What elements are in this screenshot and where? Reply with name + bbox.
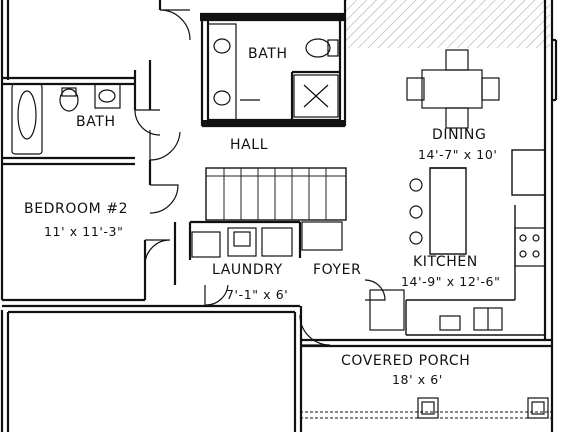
toilet-icon (59, 88, 79, 112)
room-label-bedroom2: BEDROOM #2 (24, 201, 129, 217)
room-label-foyer: FOYER (313, 262, 362, 278)
room-label-porch: COVERED PORCH (341, 353, 471, 369)
sink-icon (94, 83, 121, 109)
bathtub-icon (11, 83, 43, 155)
room-label-kitchen: KITCHEN (413, 254, 478, 270)
room-label-bath-upper: BATH (248, 46, 288, 62)
doors (134, 9, 386, 346)
stair-treads (206, 168, 346, 220)
room-dims-porch: 18' x 6' (392, 372, 443, 387)
room-label-hall: HALL (230, 137, 269, 153)
exterior-hatch (345, 0, 550, 48)
room-dims-laundry: 7'-1" x 6' (226, 287, 289, 302)
porch-column-icon (417, 397, 439, 419)
room-label-bath-left: BATH (76, 114, 116, 130)
toilet-icon-upper (305, 38, 331, 58)
washer-icon (227, 227, 257, 257)
dining-table-icon (421, 69, 483, 109)
fixtures (11, 23, 549, 419)
room-label-dining: DINING (432, 127, 487, 143)
room-dims-kitchen: 14'-9" x 12'-6" (401, 274, 501, 289)
room-dims-dining: 14'-7" x 10' (418, 147, 498, 162)
porch-column-icon-right (527, 397, 549, 419)
shower-icon (293, 74, 339, 118)
wall-fills (200, 14, 345, 126)
room-label-laundry: LAUNDRY (212, 262, 283, 278)
stove-icon (514, 227, 546, 267)
room-dims-bedroom2: 11' x 11'-3" (44, 224, 124, 239)
dryer-icon (261, 227, 293, 257)
